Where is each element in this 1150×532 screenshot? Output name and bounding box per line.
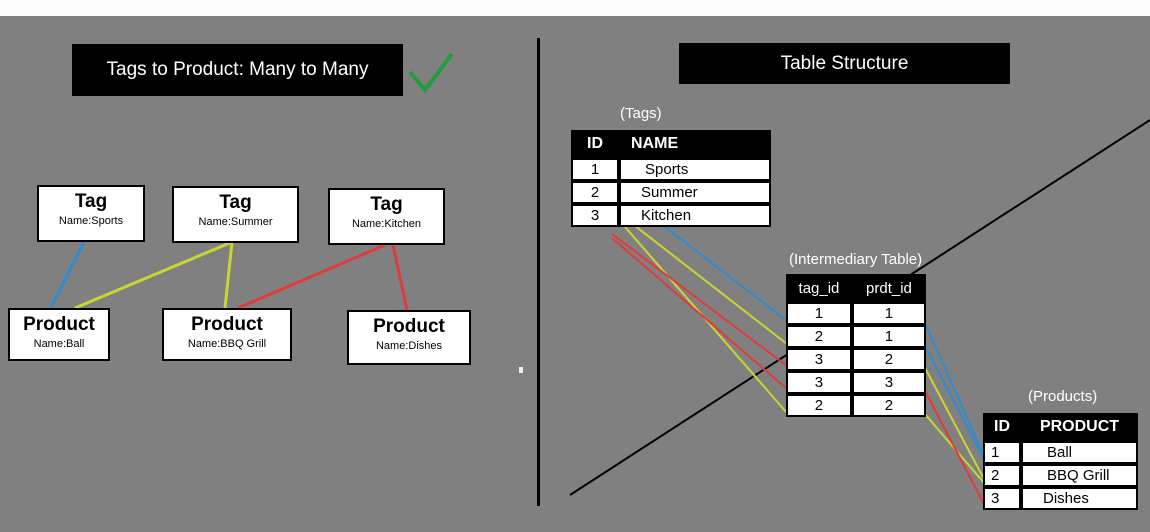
table-cell: 2 — [786, 394, 852, 417]
table-cell: 3 — [786, 348, 852, 371]
table-cell: 1 — [571, 158, 619, 181]
table-row: 2 BBQ Grill — [983, 464, 1138, 487]
table-row: 3 Dishes — [983, 487, 1138, 510]
line-summer-bbq — [223, 241, 234, 309]
product-node-ball: Product Name:Ball — [8, 308, 110, 361]
product-node-name: Name:Dishes — [375, 340, 443, 352]
tag-node-type: Tag — [219, 192, 252, 213]
table-cell: 2 — [851, 394, 926, 417]
table-cell: 1 — [851, 325, 926, 348]
panel-divider — [537, 38, 540, 506]
table-cell: 2 — [851, 348, 926, 371]
table-row: 2 Summer — [571, 181, 771, 204]
table-row: 3 3 — [786, 371, 926, 394]
table-row: 1 Ball — [983, 441, 1138, 464]
tag-node-type: Tag — [74, 191, 108, 212]
table-cell: 3 — [983, 487, 1021, 510]
table-row: 3 2 — [786, 348, 926, 371]
tag-node-summer: Tag Name:Summer — [172, 186, 299, 243]
line-sports-ball — [49, 239, 87, 309]
products-table: ID PRODUCT 1 Ball 2 BBQ Grill 3 Dishes — [983, 413, 1138, 510]
product-node-dishes: Product Name:Dishes — [347, 310, 471, 365]
cursor-icon — [519, 367, 523, 373]
product-node-type: Product — [191, 314, 263, 335]
column-header: NAME — [619, 130, 771, 158]
line-kitchen-bbq — [237, 243, 386, 310]
table-row: 1 1 — [786, 302, 926, 325]
table-cell: Sports — [619, 158, 771, 181]
table-row: 2 2 — [786, 394, 926, 417]
right-title: Table Structure — [679, 43, 1010, 84]
table-cell: Summer — [619, 181, 771, 204]
left-title: Tags to Product: Many to Many — [72, 44, 403, 96]
table-row: 2 1 — [786, 325, 926, 348]
table-cell: 1 — [786, 302, 852, 325]
table-cell: 2 — [571, 181, 619, 204]
table-row: 3 Kitchen — [571, 204, 771, 227]
tag-node-name: Name:Kitchen — [351, 218, 422, 230]
tag-node-name: Name:Summer — [198, 216, 273, 228]
tag-node-kitchen: Tag Name:Kitchen — [328, 188, 445, 245]
check-icon — [408, 52, 454, 94]
product-node-type: Product — [373, 316, 445, 337]
table-cell: Kitchen — [619, 204, 771, 227]
tags-table: ID NAME 1 Sports 2 Summer 3 Kitchen — [571, 130, 771, 227]
intermediary-table: tag_id prdt_id 1 1 2 1 3 2 3 3 2 2 — [786, 274, 926, 417]
line-summer-ball — [74, 240, 233, 310]
table-row: 1 Sports — [571, 158, 771, 181]
column-header: prdt_id — [851, 274, 926, 302]
tag-node-name: Name:Sports — [58, 215, 124, 227]
intermediary-table-caption: (Intermediary Table) — [789, 251, 923, 268]
tag-node-type: Tag — [370, 194, 403, 215]
line-kitchen-dishes — [391, 244, 409, 311]
product-node-name: Name:Ball — [33, 338, 85, 350]
top-strip — [0, 0, 1150, 16]
column-header: ID — [983, 413, 1021, 441]
tag-node-sports: Tag Name:Sports — [37, 185, 145, 242]
product-node-bbq-grill: Product Name:BBQ Grill — [162, 308, 292, 361]
tags-table-caption: (Tags) — [620, 105, 662, 122]
column-header: PRODUCT — [1021, 413, 1138, 441]
table-cell: 2 — [786, 325, 852, 348]
table-cell: 3 — [571, 204, 619, 227]
table-cell: 3 — [786, 371, 852, 394]
column-header: ID — [571, 130, 619, 158]
product-node-type: Product — [23, 314, 95, 335]
table-cell: 3 — [851, 371, 926, 394]
products-table-caption: (Products) — [1028, 388, 1098, 405]
table-cell: 2 — [983, 464, 1021, 487]
table-cell: 1 — [851, 302, 926, 325]
product-node-name: Name:BBQ Grill — [187, 338, 267, 350]
column-header: tag_id — [786, 274, 852, 302]
table-cell: Ball — [1021, 441, 1138, 464]
table-cell: BBQ Grill — [1021, 464, 1138, 487]
table-cell: Dishes — [1021, 487, 1138, 510]
table-cell: 1 — [983, 441, 1021, 464]
